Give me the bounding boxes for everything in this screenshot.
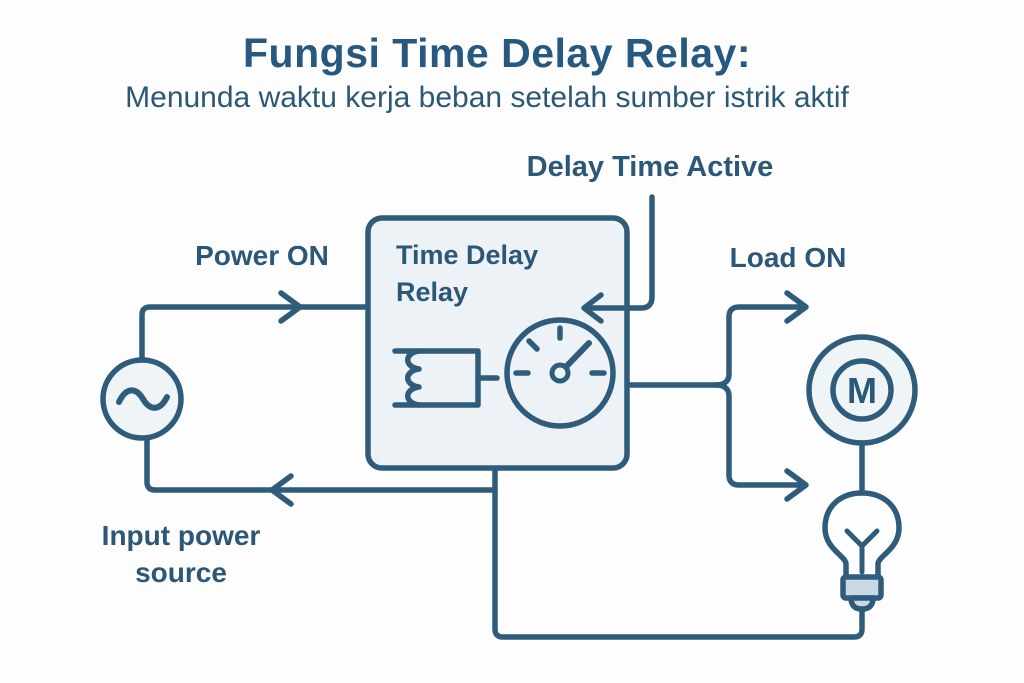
motor-letter: M — [847, 370, 877, 411]
return-arrow-icon — [269, 473, 294, 507]
power-wire — [139, 304, 368, 363]
load-on-label: Load ON — [729, 242, 847, 273]
return-wire — [492, 465, 865, 640]
load-arrow-upper-icon — [784, 290, 809, 324]
delay-arrow-icon — [581, 292, 604, 324]
power-arrow-icon — [278, 290, 303, 324]
page-title: Fungsi Time Delay Relay: — [243, 30, 751, 76]
timer-gauge-icon — [504, 317, 616, 429]
page-subtitle: Menunda waktu kerja beban setelah sumber… — [125, 81, 849, 114]
motor-icon — [806, 334, 918, 496]
sine-wave-icon — [116, 387, 170, 411]
relay-box-label: Time Delay Relay — [396, 240, 539, 307]
load-wire-lower — [713, 382, 804, 488]
light-bulb-icon — [822, 490, 902, 612]
delay-pointer-wire — [582, 194, 655, 311]
delay-time-active-label: Delay Time Active — [526, 151, 774, 183]
return-branch-wire — [144, 435, 498, 493]
load-arrow-lower-icon — [784, 468, 809, 502]
coil-icon — [392, 348, 500, 408]
input-power-source-label: Input power source — [101, 520, 261, 588]
power-on-label: Power ON — [195, 240, 329, 271]
